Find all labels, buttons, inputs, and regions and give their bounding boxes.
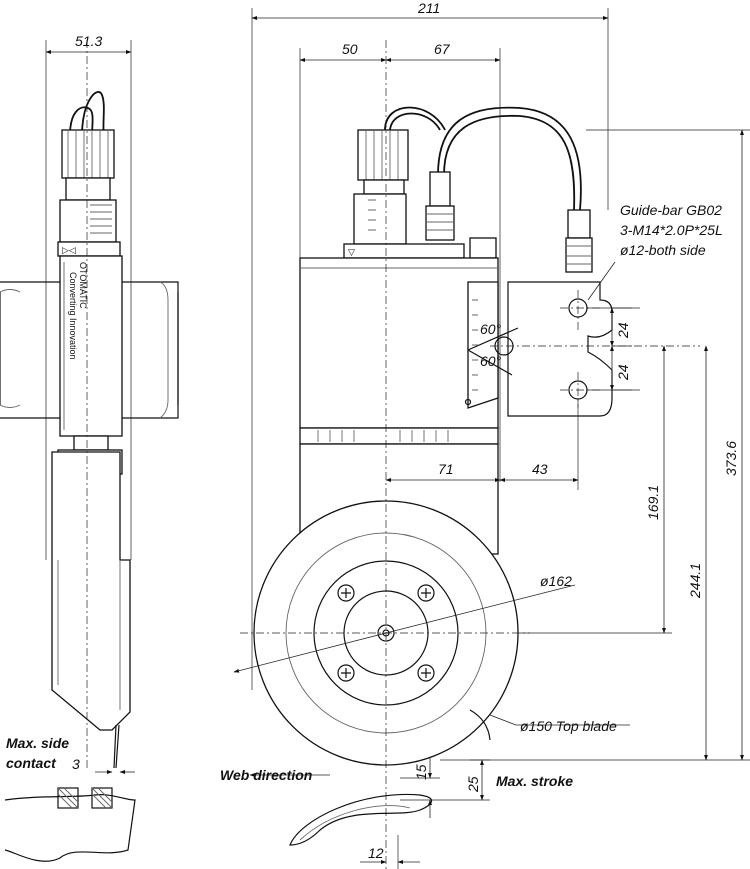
top-blade-label: ø150 Top blade [520,718,617,734]
brand-subtext: Converting Innovation [68,272,78,360]
wheel-diameter-callout: ø162 [233,573,576,673]
side-blade-holder [51,451,131,731]
bottom-dims: Web direction 15 25 Max. stroke 12 [220,758,573,869]
dim-horizontal-offsets: 71 43 [385,400,579,490]
guide-bar-bracket [507,281,613,417]
dim-top-offsets: 50 67 [299,41,501,482]
max-side-contact-label-1: Max. side [6,735,69,751]
top-blade-callout: ø150 Top blade [489,714,630,734]
dim-bolt-spacing-1-label: 24 [615,322,631,339]
dim-overall-height-label: 373.6 [723,441,739,476]
brand-logo-text: OTOMATIC [78,262,88,309]
guide-bar-callout: Guide-bar GB02 3-M14*2.0P*25L ø12-both s… [587,202,723,301]
max-stroke-label: Max. stroke [496,773,573,789]
front-view: ▽ 60° 60° [240,40,700,869]
dim-bolt-to-axis-label: 169.1 [645,485,661,520]
wheel-bolts [337,584,435,682]
side-view: ▷◁ OTOMATIC Converting Innovation L R [0,40,179,862]
side-main-body [59,255,123,437]
dim-bolt-spacing: 24 24 [586,307,640,391]
dim-bolt-spacing-2-label: 24 [615,364,631,381]
max-side-contact-label-2: contact [6,755,57,771]
dim-overall-width: 211 [251,0,609,690]
angle-lower-label: 60° [480,353,502,369]
svg-text:▽: ▽ [348,247,355,257]
dim-center-to-connector-label: 67 [434,41,451,57]
dim-blade-overlap-label: 15 [413,764,429,780]
front-connector [357,129,409,181]
guide-bar-label-1: Guide-bar GB02 [620,202,722,218]
guide-bar-label-3: ø12-both side [620,242,706,258]
dim-bracket-to-bolt-label: 43 [532,461,548,477]
dim-side-width: 51.3 [45,33,132,560]
dim-blade-offset-label: 12 [368,845,384,861]
dim-left-to-center-label: 50 [342,41,358,57]
svg-text:▷◁: ▷◁ [62,245,76,255]
dim-side-contact: 3 Max. side contact [6,735,135,774]
angle-scale [467,281,499,409]
dim-vertical-heights: 169.1 244.1 373.6 [440,129,750,761]
angle-upper-label: 60° [480,321,502,337]
dim-bolt-to-blade-edge-label: 244.1 [687,563,703,599]
dim-side-width-label: 51.3 [75,33,102,49]
dim-center-to-bracket-label: 71 [438,461,454,477]
web-direction-label: Web direction [220,767,312,783]
guide-bar-label-2: 3-M14*2.0P*25L [620,222,723,238]
wheel-diameter-label: ø162 [540,573,572,589]
dim-side-contact-label: 3 [72,756,80,772]
dim-overall-width-label: 211 [417,0,440,16]
side-connector [61,129,115,179]
dim-max-stroke-label: 25 [465,776,481,793]
